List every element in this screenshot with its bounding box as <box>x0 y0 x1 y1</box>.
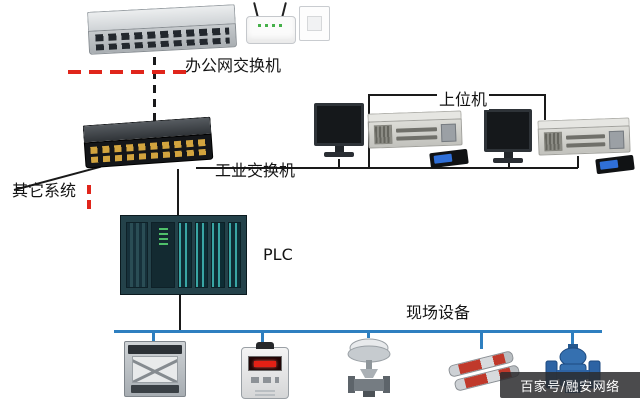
link-switch-hosts <box>196 167 578 169</box>
link-monitor1-drop <box>338 159 340 168</box>
monitor-screen <box>484 109 532 152</box>
plc-label: PLC <box>263 245 293 264</box>
watermark: 百家号/融安网络 <box>500 372 640 398</box>
office-switch-icon <box>86 4 238 55</box>
gas-led-digits <box>254 360 276 367</box>
link-monitor2-drop <box>508 163 510 168</box>
ipc-drive-bays <box>565 133 606 148</box>
wall-socket-icon <box>299 6 330 41</box>
ipc-front-face <box>367 118 463 149</box>
gas-led-display <box>248 356 282 371</box>
ipc-vent <box>543 131 563 152</box>
other-systems-label: 其它系统 <box>12 181 77 200</box>
drop-breaker <box>152 332 155 342</box>
monitor-base <box>324 152 354 157</box>
industrial-pc-icon <box>537 117 631 156</box>
plc-io-module <box>178 222 192 288</box>
industrial-pc-icon <box>367 110 463 149</box>
gas-sensor-cap <box>256 342 274 349</box>
drop-gas-detector <box>261 332 264 347</box>
ipc-front-face <box>537 125 631 156</box>
monitor-stand <box>503 152 513 158</box>
ipc-slot <box>566 141 606 148</box>
gas-detector-icon <box>241 342 289 399</box>
plc-io-module <box>227 222 241 288</box>
router-leds <box>258 24 284 27</box>
dashed-other-systems-branch <box>87 185 91 215</box>
monitor-icon <box>314 103 364 157</box>
plc-icon <box>120 215 247 295</box>
field-bus-line <box>114 330 602 333</box>
circuit-breaker-icon <box>124 341 186 397</box>
field-devices-label: 现场设备 <box>406 303 471 322</box>
industrial-switch-label: 工业交换机 <box>215 161 296 180</box>
plc-io-module <box>194 222 208 288</box>
drop-control-valve <box>367 332 370 338</box>
link-ipc2-drop <box>544 94 546 120</box>
drop-gate-valve <box>571 332 574 345</box>
office-switch-label: 办公网交换机 <box>185 56 282 75</box>
ipc-panel <box>440 123 457 142</box>
link-switch-plc <box>177 169 179 218</box>
monitor-base <box>493 158 523 163</box>
media-converter-icon <box>429 148 469 169</box>
drop-heaters <box>480 332 483 349</box>
watermark-text: 百家号/融安网络 <box>520 379 620 395</box>
router-body <box>246 16 296 44</box>
monitor-screen <box>314 103 364 146</box>
plc-status-leds <box>158 228 168 248</box>
breaker-bottom <box>131 385 179 393</box>
wireless-router-icon <box>246 1 296 44</box>
ipc-slot <box>395 126 438 133</box>
monitor-icon <box>484 109 532 163</box>
ipc-slot <box>396 134 438 141</box>
plc-io-module <box>211 222 225 288</box>
ipc-drive-bays <box>395 126 438 141</box>
breaker-top <box>128 345 182 354</box>
ipc-slot <box>565 133 606 140</box>
control-valve-icon <box>343 336 395 402</box>
gas-buttons <box>251 377 279 383</box>
breaker-face <box>132 356 178 383</box>
dashed-office-uplink <box>68 70 192 74</box>
link-ipc2-riser <box>577 156 579 168</box>
dashed-office-industrial-link <box>153 57 156 123</box>
plc-cpu-module <box>151 222 175 288</box>
media-converter-icon <box>595 154 635 175</box>
ipc-vent <box>373 124 393 145</box>
industrial-switch-icon <box>82 116 214 169</box>
plc-power-module <box>126 222 148 288</box>
gas-grill <box>255 388 275 396</box>
ipc-panel <box>608 130 625 149</box>
link-plc-bus <box>179 295 181 332</box>
host-computer-label: 上位机 <box>437 86 490 110</box>
monitor-stand <box>334 146 344 152</box>
